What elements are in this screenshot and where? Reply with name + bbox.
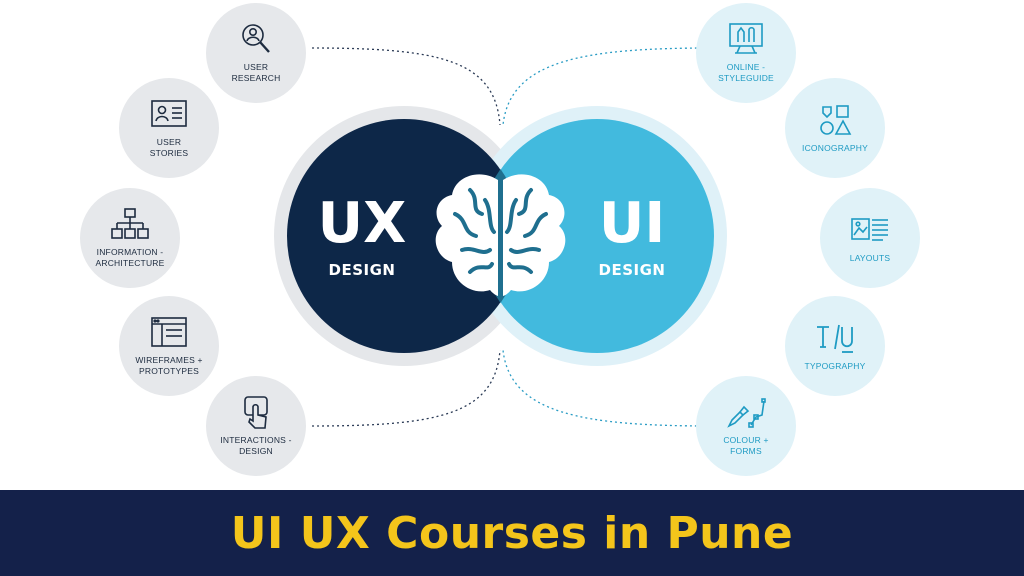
typography-icon xyxy=(817,324,853,353)
wireframe-icon xyxy=(151,317,187,347)
ux-node-user-stories: USER STORIES xyxy=(119,78,219,178)
connector-bottom-left xyxy=(311,349,501,427)
ux-node-label: INTERACTIONS - DESIGN xyxy=(220,435,292,456)
diagram: UX DESIGN UI DESIGN USER RESEARCH USER S… xyxy=(80,3,920,476)
ux-node-label: USER RESEARCH xyxy=(231,62,281,83)
ux-node-label: INFORMATION - ARCHITECTURE xyxy=(95,247,165,268)
ui-node-label: TYPOGRAPHY xyxy=(804,360,866,371)
banner-title: UI UX Courses in Pune xyxy=(230,507,794,559)
ui-node-colour-forms: COLOUR + FORMS xyxy=(696,376,796,476)
connector-top-left xyxy=(311,47,501,126)
ux-circle xyxy=(287,119,521,353)
styleguide-icon xyxy=(729,23,763,54)
brain-icon xyxy=(435,174,566,298)
ux-node-label: WIREFRAMES + PROTOTYPES xyxy=(135,355,203,376)
sitemap-icon xyxy=(111,208,149,239)
ui-title: UI xyxy=(598,191,666,256)
ux-node-information-architecture: INFORMATION - ARCHITECTURE xyxy=(80,188,180,288)
ui-node-label: ICONOGRAPHY xyxy=(802,142,868,153)
ui-node-label: ONLINE - STYLEGUIDE xyxy=(718,62,774,83)
title-banner: UI UX Courses in Pune xyxy=(0,490,1024,576)
ux-node-user-research: USER RESEARCH xyxy=(206,3,306,103)
user-research-icon xyxy=(242,24,270,53)
ui-node-label: LAYOUTS xyxy=(849,252,891,263)
layout-icon xyxy=(851,217,888,241)
connector-top-right xyxy=(502,47,713,126)
ux-node-interactions: INTERACTIONS - DESIGN xyxy=(206,376,306,476)
ui-node-layouts: LAYOUTS xyxy=(820,188,920,288)
pen-tool-icon xyxy=(727,398,766,428)
ui-circle xyxy=(480,119,714,353)
ux-node-wireframes: WIREFRAMES + PROTOTYPES xyxy=(119,296,219,396)
connector-bottom-right xyxy=(502,349,713,427)
ux-title: UX xyxy=(317,191,407,256)
ux-node-label: USER STORIES xyxy=(149,137,189,158)
ui-subtitle: DESIGN xyxy=(598,261,666,279)
ui-node-iconography: ICONOGRAPHY xyxy=(785,78,885,178)
ui-node-label: COLOUR + FORMS xyxy=(723,435,769,456)
user-stories-icon xyxy=(151,100,187,127)
ux-subtitle: DESIGN xyxy=(328,261,396,279)
tap-icon xyxy=(244,396,268,429)
ui-node-online-styleguide: ONLINE - STYLEGUIDE xyxy=(696,3,796,103)
diagram-graphics xyxy=(274,47,727,427)
shapes-icon xyxy=(820,104,852,135)
ui-node-typography: TYPOGRAPHY xyxy=(785,296,885,396)
